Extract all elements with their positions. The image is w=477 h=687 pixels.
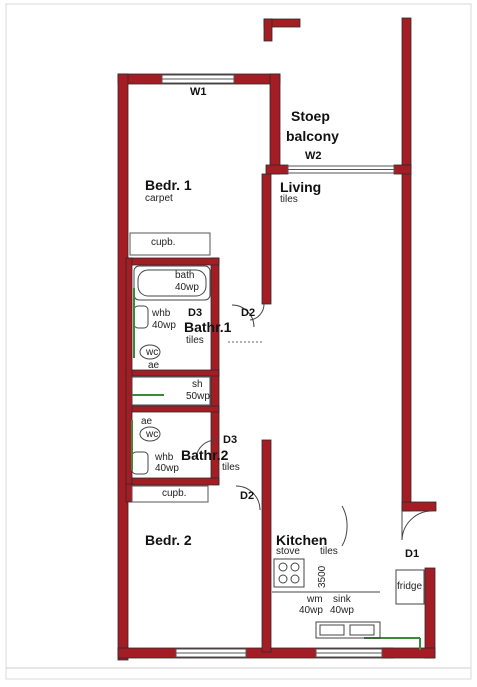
sink-label-2: 40wp — [330, 605, 354, 616]
bath-label-2: 40wp — [175, 282, 199, 293]
stove-plate-3 — [278, 574, 288, 584]
window-w2-label: W2 — [305, 150, 322, 162]
ae2-label: ae — [141, 416, 153, 427]
wc2-label: wc — [146, 429, 159, 440]
wall-bath-top — [125, 257, 220, 266]
kitchen-name: Kitchen — [276, 532, 328, 548]
bathroom2-finish: tiles — [222, 462, 240, 473]
door-d3-top-label: D3 — [188, 307, 203, 319]
wall-right-outer-upper — [401, 17, 412, 169]
door-swing-kitchen — [341, 505, 348, 547]
shower-label-1: sh — [192, 379, 203, 390]
door-swing-bath2 — [195, 439, 217, 459]
stoep-label-1: Stoep — [291, 108, 330, 124]
sink-label-1: sink — [333, 594, 351, 605]
cupboard-top-label: cupb. — [151, 237, 176, 248]
basin-1 — [133, 305, 149, 329]
wall-bath2-bottom — [125, 477, 220, 486]
page-frame — [5, 3, 472, 680]
bedroom2-name: Bedr. 2 — [145, 532, 192, 548]
door-swing-bath1-right — [249, 303, 265, 321]
wall-living-right — [401, 164, 412, 512]
bathroom2-name: Bathr.2 — [181, 447, 229, 463]
living-finish: tiles — [280, 194, 298, 205]
door-d2-top-label: D2 — [241, 307, 256, 319]
wall-wc-split — [125, 369, 220, 377]
whb1-label-1: whb — [152, 308, 171, 319]
fridge-label: fridge — [397, 581, 423, 592]
living-name: Living — [280, 179, 322, 195]
wm-label-1: wm — [307, 594, 323, 605]
wc-2-bowl — [139, 426, 161, 442]
cupboard-top — [129, 232, 211, 256]
ae1-label: ae — [148, 360, 160, 371]
wall-kitchen-bottom-right — [381, 647, 436, 659]
wall-right-lower — [424, 567, 436, 659]
fridge-box — [395, 569, 425, 605]
wall-stoep-corner — [263, 18, 273, 42]
whb2-label-2: 40wp — [155, 463, 179, 474]
whb2-label-1: whb — [155, 452, 174, 463]
bathroom1-name: Bathr.1 — [184, 319, 232, 335]
stove — [273, 558, 305, 588]
door-d2-bottom-label: D2 — [240, 490, 255, 502]
door-swing-bed2 — [235, 485, 261, 511]
cupboard-bottom — [131, 485, 209, 503]
window-w1-label: W1 — [190, 86, 207, 98]
wc1-label: wc — [146, 347, 159, 358]
stove-plate-1 — [278, 562, 288, 572]
cupboard-bottom-label: cupb. — [162, 488, 187, 499]
stoep-label-2: balcony — [286, 128, 339, 144]
whb1-label-2: 40wp — [152, 320, 176, 331]
wm-label-2: 40wp — [299, 605, 323, 616]
door-d1-label: D1 — [405, 548, 420, 560]
door-swing-d1 — [401, 510, 433, 541]
bedroom1-finish: carpet — [145, 193, 173, 204]
stove-plate-2 — [290, 562, 300, 572]
wall-sh-bottom — [125, 405, 220, 413]
kitchen-dimension: 3500 — [317, 565, 328, 588]
wall-stoep-left — [269, 73, 281, 175]
wall-living-right-stub — [393, 164, 412, 175]
wall-right-step — [401, 501, 437, 512]
bedroom1-name: Bedr. 1 — [145, 177, 192, 193]
sink-bowl-2 — [349, 624, 375, 636]
bath-label-1: bath — [175, 270, 195, 281]
door-d3-bottom-label: D3 — [223, 434, 238, 446]
wall-bedroom2-stub — [125, 483, 133, 503]
wall-bedroom1-right — [261, 173, 272, 305]
kitchen-tiles-label: tiles — [320, 546, 338, 557]
shower-tray — [131, 376, 211, 406]
sink-bowl-1 — [319, 624, 345, 636]
shower-label-2: 50wp — [186, 391, 210, 402]
wall-living-top — [265, 164, 289, 175]
bath-tub — [133, 265, 211, 301]
stove-plate-4 — [290, 574, 300, 584]
basin-2 — [131, 451, 149, 475]
bath-tub-inner — [137, 269, 207, 297]
wc-1-bowl — [139, 344, 161, 360]
kitchen-sink-unit — [315, 621, 381, 639]
bathroom1-finish: tiles — [186, 335, 204, 346]
wall-lower-partition — [261, 439, 272, 653]
stove-label: stove — [276, 546, 300, 557]
door-swing-bath1 — [231, 304, 255, 328]
